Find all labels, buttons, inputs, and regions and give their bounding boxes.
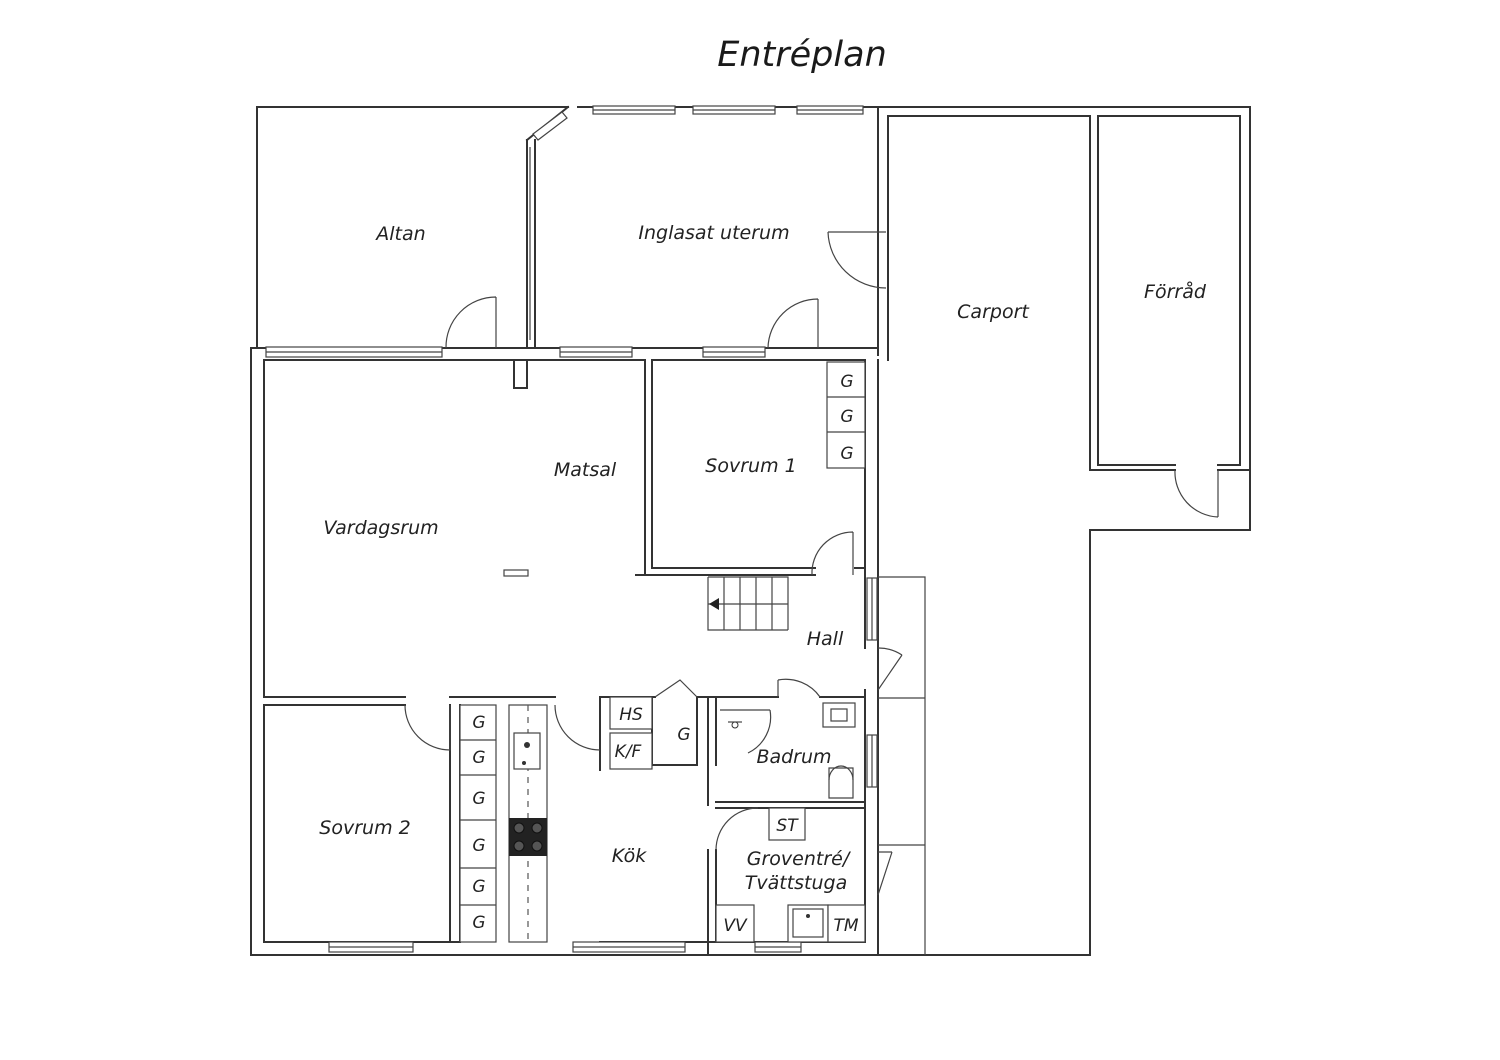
shower-icon	[731, 721, 739, 729]
wardrobe-label: G	[840, 407, 853, 427]
room-label-inglasat-uterum: Inglasat uterum	[638, 222, 789, 244]
room-label-hall: Hall	[807, 628, 844, 650]
wardrobe-label: G	[472, 713, 485, 733]
walls	[250, 105, 1251, 956]
room-label-kok: Kök	[612, 845, 647, 867]
fireplace-marker	[503, 569, 529, 577]
wardrobe-label: G	[472, 913, 485, 933]
toilet-icon	[828, 767, 854, 799]
room-label-badrum: Badrum	[756, 746, 831, 768]
cooktop-icon	[509, 818, 547, 856]
st-label: ST	[776, 816, 799, 836]
sink-drain-icon	[524, 742, 530, 748]
room-label-vardagsrum: Vardagsrum	[323, 517, 438, 539]
kitchen-counter	[508, 704, 548, 943]
doors	[404, 231, 1219, 896]
wardrobe-label: G	[472, 789, 485, 809]
bathroom-fixtures	[720, 702, 856, 799]
wardrobes-sovrum2: G G G G G G	[459, 704, 497, 943]
wardrobe-label: G	[840, 372, 853, 392]
wardrobe-label: G	[472, 748, 485, 768]
utility-sink-icon	[792, 908, 824, 938]
hs-label: HS	[619, 705, 643, 725]
kitchen-storage: HS K/F G	[609, 696, 691, 770]
windows	[265, 105, 878, 953]
room-label-tvattstuga: Tvättstuga	[745, 872, 848, 894]
washbasin-icon	[822, 702, 856, 728]
room-label-forrad: Förråd	[1144, 280, 1207, 303]
room-label-groventre: Groventré/	[747, 848, 852, 870]
tm-label: TM	[833, 916, 858, 936]
closet-g-label: G	[677, 725, 690, 745]
wardrobe-label: G	[840, 444, 853, 464]
vv-label: VV	[723, 916, 748, 936]
kf-label: K/F	[615, 742, 642, 762]
wardrobes-sovrum1: G G G	[826, 361, 866, 469]
staircase	[707, 576, 789, 631]
room-label-altan: Altan	[374, 223, 425, 245]
sink-icon	[513, 732, 541, 770]
wardrobe-label: G	[472, 836, 485, 856]
room-label-sovrum-1: Sovrum 1	[705, 455, 796, 477]
wardrobe-label: G	[472, 877, 485, 897]
plan-title: Entréplan	[717, 35, 887, 75]
laundry-fixtures: ST VV TM	[715, 807, 866, 943]
room-label-matsal: Matsal	[554, 459, 617, 481]
room-label-carport: Carport	[957, 301, 1030, 323]
room-label-sovrum-2: Sovrum 2	[319, 817, 410, 839]
room-labels: Altan Inglasat uterum Carport Förråd Mat…	[319, 222, 1207, 894]
